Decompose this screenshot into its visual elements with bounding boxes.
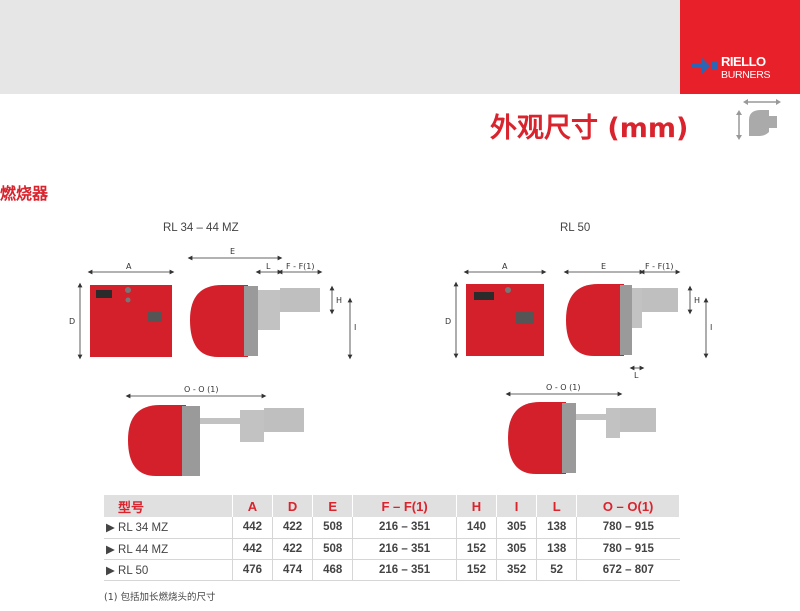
brand-name: RIELLO — [721, 54, 766, 69]
model-label-right: RL 50 — [560, 222, 591, 234]
table-cell: 442 — [232, 538, 274, 560]
table-cell: ▶ RL 50 — [104, 559, 233, 581]
table-cell: 474 — [272, 559, 314, 581]
table-cell: 138 — [536, 517, 578, 539]
right-side-view — [563, 269, 709, 371]
col-header: D — [272, 495, 314, 517]
table-cell: 508 — [312, 517, 354, 539]
dim-e-right: E — [601, 262, 606, 271]
dimensions-table: 型号 A D E F – F(1) H I L O – O(1) ▶ RL 34… — [104, 495, 680, 581]
col-header: A — [232, 495, 274, 517]
dim-d-right: D — [445, 317, 451, 326]
table-cell: 152 — [456, 538, 498, 560]
left-front-view — [77, 269, 175, 360]
dimension-arrows-icon — [736, 99, 781, 140]
table-cell: 672 – 807 — [576, 559, 680, 581]
brand-sub: BURNERS — [721, 69, 771, 81]
table-cell: 305 — [496, 538, 538, 560]
table-cell: ▶ RL 34 MZ — [104, 517, 233, 539]
col-header: E — [312, 495, 354, 517]
footnote: (1) 包括加长燃烧头的尺寸 — [104, 592, 216, 603]
table-cell: 138 — [536, 538, 578, 560]
dim-i-left: I — [354, 323, 356, 332]
table-cell: 352 — [496, 559, 538, 581]
dim-e-left: E — [230, 247, 235, 256]
dim-ff-right: F - F(1) — [645, 262, 674, 271]
dim-h-right: H — [694, 296, 700, 305]
brand-logo-panel — [680, 0, 800, 94]
dim-d-left: D — [69, 317, 75, 326]
table-cell: 780 – 915 — [576, 517, 680, 539]
table-row: ▶ RL 44 MZ 442 422 508 216 – 351 152 305… — [104, 538, 680, 560]
table-cell: ▶ RL 44 MZ — [104, 538, 233, 560]
dim-l-right: L — [634, 371, 639, 380]
model-label-left: RL 34 – 44 MZ — [163, 222, 239, 234]
dim-a-right: A — [502, 262, 508, 271]
col-header: I — [496, 495, 538, 517]
table-cell: 780 – 915 — [576, 538, 680, 560]
table-cell: 305 — [496, 517, 538, 539]
dim-l-left: L — [266, 262, 271, 271]
col-header: L — [536, 495, 578, 517]
table-header-row: 型号 A D E F – F(1) H I L O – O(1) — [104, 495, 680, 517]
dim-h-left: H — [336, 296, 342, 305]
table-cell: 422 — [272, 538, 314, 560]
riello-logo-icon — [692, 58, 717, 74]
table-cell: 442 — [232, 517, 274, 539]
header-band — [0, 0, 680, 94]
col-header: O – O(1) — [576, 495, 680, 517]
table-row: ▶ RL 50 476 474 468 216 – 351 152 352 52… — [104, 559, 680, 581]
table-cell: 508 — [312, 538, 354, 560]
table-cell: 152 — [456, 559, 498, 581]
table-row: ▶ RL 34 MZ 442 422 508 216 – 351 140 305… — [104, 517, 680, 539]
dim-i-right: I — [710, 323, 712, 332]
col-header: H — [456, 495, 498, 517]
table-cell: 140 — [456, 517, 498, 539]
col-header: 型号 — [104, 495, 233, 517]
table-cell: 476 — [232, 559, 274, 581]
table-cell: 52 — [536, 559, 578, 581]
col-header: F – F(1) — [352, 495, 457, 517]
table-cell: 216 – 351 — [352, 517, 457, 539]
dim-a-left: A — [126, 262, 132, 271]
dim-ff-left: F - F(1) — [286, 262, 315, 271]
left-side-view — [187, 255, 353, 360]
left-extended-view — [125, 393, 304, 476]
dim-oo-left: O - O (1) — [184, 385, 218, 394]
table-cell: 422 — [272, 517, 314, 539]
table-cell: 216 – 351 — [352, 559, 457, 581]
section-title: 燃烧器 — [0, 184, 49, 203]
table-cell: 468 — [312, 559, 354, 581]
page-title: 外观尺寸 (mm) — [490, 113, 689, 144]
right-extended-view — [505, 391, 656, 474]
table-cell: 216 – 351 — [352, 538, 457, 560]
dim-oo-right: O - O (1) — [546, 383, 580, 392]
right-front-view — [453, 269, 547, 359]
